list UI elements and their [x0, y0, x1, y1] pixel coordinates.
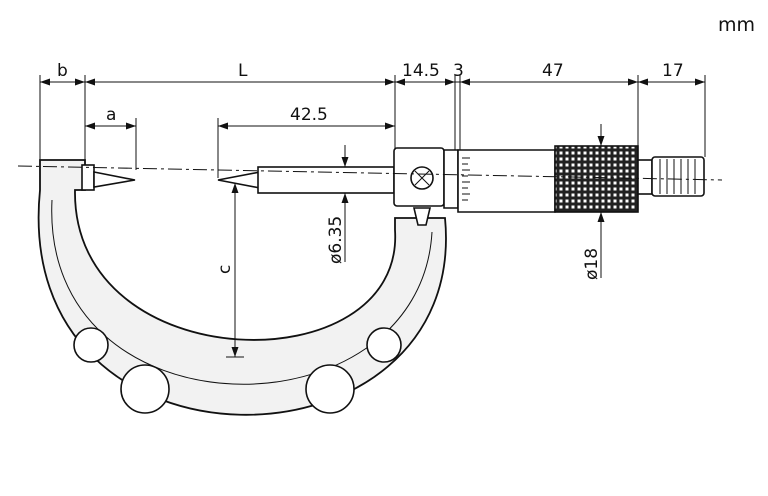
dim-label-42-5: 42.5 — [290, 105, 328, 125]
dim-label-47: 47 — [542, 61, 564, 81]
dim-label-L: L — [238, 61, 248, 81]
center-line — [17, 165, 723, 181]
dim-label-dia-18: ø18 — [582, 248, 602, 280]
frame-hole-right-large — [305, 364, 355, 414]
spindle-point — [217, 171, 261, 189]
thimble-graduations — [462, 157, 470, 201]
thimble-scale — [457, 149, 556, 213]
dim-label-b: b — [57, 61, 68, 81]
unit-label: mm — [718, 14, 755, 36]
ratchet-cap — [651, 156, 705, 197]
frame-hole-right-small — [366, 327, 402, 363]
lock-lever — [412, 207, 432, 226]
dim-label-c: c — [215, 265, 235, 274]
micrometer-frame — [37, 159, 447, 416]
frame-inner-outline — [51, 199, 433, 385]
frame-hole-left-small — [73, 327, 109, 363]
dim-label-3: 3 — [453, 61, 464, 81]
ratchet-cap-ribs — [659, 159, 696, 194]
anvil-point — [93, 171, 136, 188]
dim-label-14-5: 14.5 — [402, 61, 440, 81]
ratchet-knurl — [554, 145, 639, 213]
frame-hole-left-large — [120, 364, 170, 414]
dim-label-a: a — [106, 105, 116, 125]
lock-cross — [414, 170, 430, 186]
anvil-block — [81, 164, 95, 191]
dim-label-dia-6-35: ø6.35 — [326, 216, 346, 264]
barrel — [443, 149, 459, 209]
ratchet-neck — [637, 159, 653, 195]
dim-label-17: 17 — [662, 61, 684, 81]
